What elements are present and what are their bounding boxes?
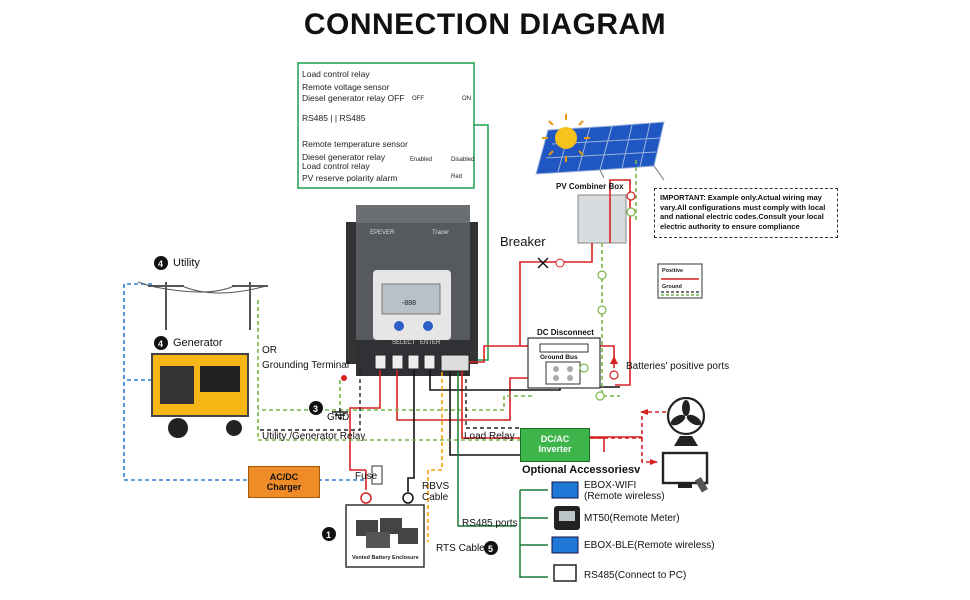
rbvs-cable-label: Cable (422, 492, 449, 503)
rts-cable-label: RTS Cable (436, 543, 485, 554)
utility-number: 4 (158, 259, 164, 269)
panel-diesel-off: Diesel generator relay OFF (302, 93, 405, 103)
rbvs-label: RBVS (422, 481, 450, 492)
ac-dc-charger: AC/DC Charger (248, 466, 320, 498)
pc-icon (553, 564, 577, 582)
panel-pv-alarm: PV reserve polarity alarm (302, 173, 398, 183)
generator-icon (151, 353, 249, 438)
panel-enabled-label: Enabled (410, 157, 433, 163)
enter-button-label: ENTER (420, 340, 441, 346)
dc-disconnect-label: DC Disconnect (537, 328, 594, 337)
grounding-terminal-label: Grounding Terminal (262, 360, 350, 371)
panel-red-label: Red (451, 174, 463, 180)
wire-legend (657, 263, 703, 299)
legend-ground-label: Ground (662, 284, 682, 290)
panel-load-relay: Load control relay (302, 69, 370, 79)
rs485-ports-label: RS485 ports (462, 518, 518, 529)
important-note: IMPORTANT: Example only.Actual wiring ma… (654, 188, 838, 238)
tv-icon (661, 451, 709, 493)
ebox-wifi-sub-label: (Remote wireless) (584, 491, 665, 502)
or-label: OR (262, 345, 277, 356)
panel-on-label: ON (462, 96, 471, 102)
rts-number: 5 (488, 544, 494, 554)
utility-poles (137, 281, 268, 330)
controller-display: -888 (402, 300, 417, 307)
ebox-wifi-icon (551, 481, 579, 499)
rs485-pc-label: RS485(Connect to PC) (584, 570, 687, 581)
utility-label: Utility (173, 257, 200, 269)
ebox-ble-label: EBOX-BLE(Remote wireless) (584, 540, 715, 551)
sun-icon (542, 114, 590, 162)
select-button-label: SELECT (392, 340, 416, 346)
generator-label: Generator (173, 337, 223, 349)
panel-remote-voltage: Remote voltage sensor (302, 82, 390, 92)
ac-dc-charger-label: AC/DC Charger (266, 472, 302, 492)
ebox-wifi-label: EBOX-WIFI (584, 480, 637, 491)
generator-number: 4 (158, 339, 164, 349)
fuse (371, 465, 383, 485)
solar-panels (535, 121, 665, 181)
batteries-positive-label: Batteries' positive ports (626, 361, 730, 372)
terminal-info-panel (297, 62, 475, 189)
panel-remote-temp: Remote temperature sensor (302, 139, 408, 149)
ebox-ble-icon (551, 536, 579, 554)
controller-model: Tracer (432, 230, 450, 236)
panel-disabled-label: Disabled (451, 157, 475, 163)
breaker-label: Breaker (500, 234, 546, 249)
dc-ac-inverter-label: DC/AC Inverter (538, 434, 572, 454)
battery-enclosure-label: Vented Battery Enclosure (352, 555, 419, 561)
dc-ac-inverter: DC/AC Inverter (520, 428, 590, 462)
panel-diesel-relay: Diesel generator relay (302, 152, 386, 162)
charge-controller (346, 205, 478, 376)
fuse-label: Fuse (355, 471, 378, 482)
mt50-label: MT50(Remote Meter) (584, 513, 680, 524)
panel-rs485: RS485 | | RS485 (302, 113, 366, 123)
battery-number: 1 (326, 530, 332, 540)
load-relay-label: Load Relay (464, 431, 515, 442)
pv-combiner-label: PV Combiner Box (556, 182, 624, 191)
gnd-label: GND (327, 412, 350, 423)
gnd-symbol (332, 408, 348, 419)
controller-brand: EPEVER (370, 230, 395, 236)
gnd-number: 3 (313, 404, 319, 414)
panel-load-relay-2: Load control relay (302, 161, 370, 171)
panel-off-label: OFF (412, 96, 424, 102)
legend-positive-label: Positive (662, 268, 684, 274)
ground-bus-label: Ground Bus (540, 354, 578, 361)
fan-icon (666, 396, 706, 446)
battery-bank (345, 492, 425, 568)
optional-accessories-label: Optional Accessoriesv (522, 464, 641, 476)
diagram-title: CONNECTION DIAGRAM (303, 8, 667, 41)
pv-combiner-box (577, 194, 627, 244)
utility-generator-relay-label: Utility /Generator Relay (262, 431, 366, 442)
breaker-switch (537, 257, 565, 269)
